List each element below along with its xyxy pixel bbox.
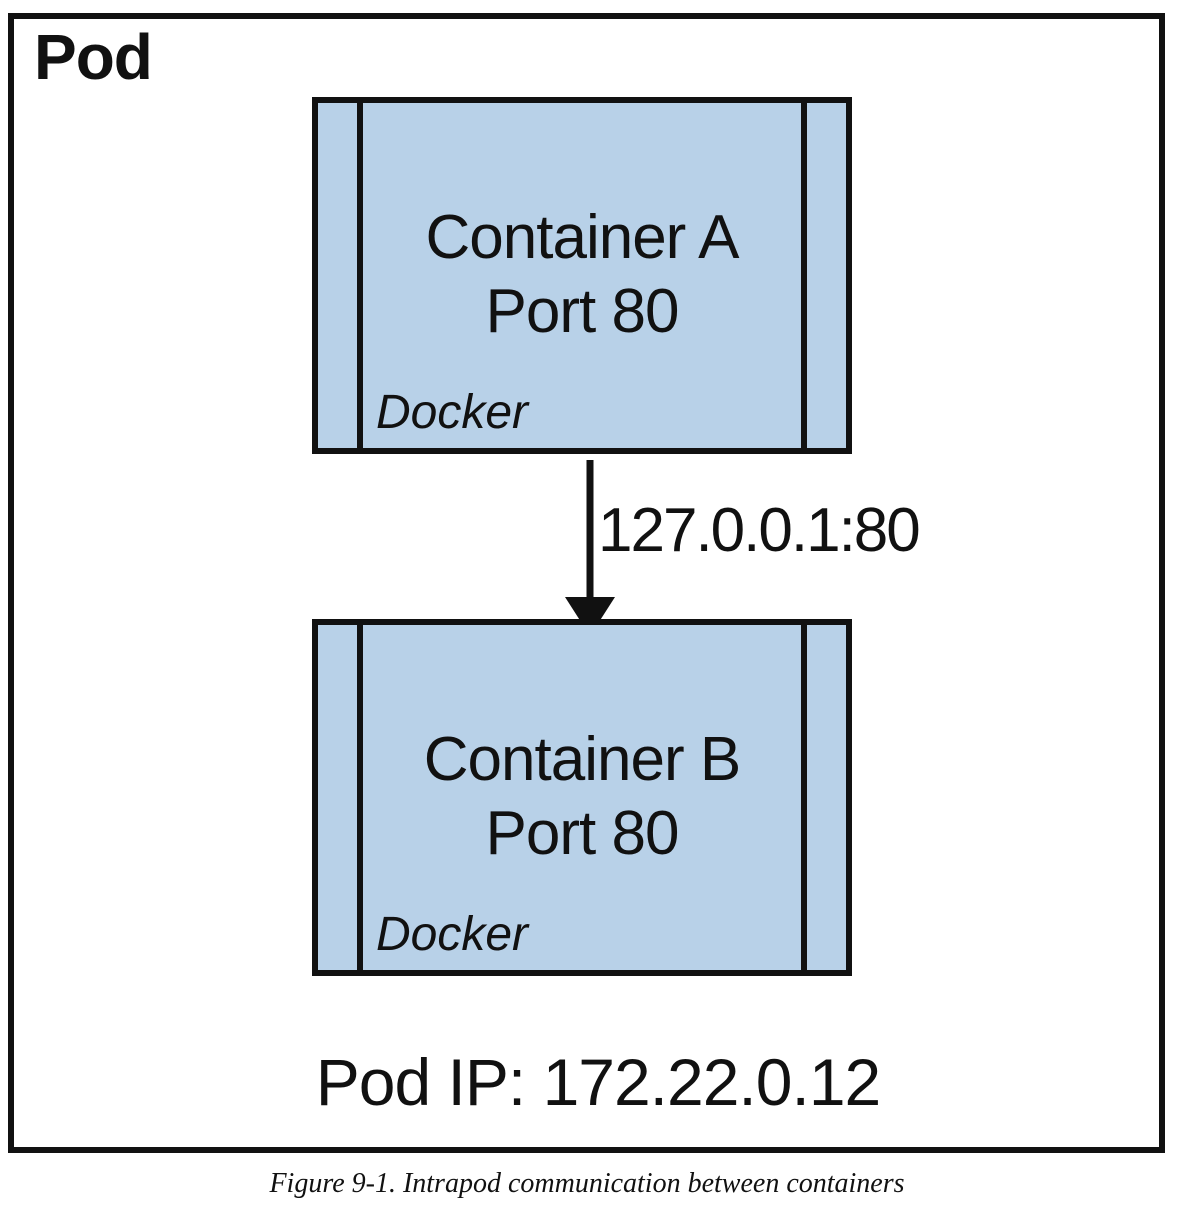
container-b-runtime: Docker <box>376 908 529 961</box>
container-a-name: Container A <box>425 203 740 272</box>
pod-ip-label: Pod IP: 172.22.0.12 <box>315 1045 881 1119</box>
pod-title: Pod <box>34 21 153 93</box>
container-a-right-rail <box>801 103 846 448</box>
container-b-box: Container B Port 80 Docker <box>312 619 852 976</box>
container-a-port: Port 80 <box>485 277 680 346</box>
container-a-box: Container A Port 80 Docker <box>312 97 852 454</box>
connection-label: 127.0.0.1:80 <box>598 496 921 565</box>
container-a-label: Container A Port 80 <box>318 201 846 349</box>
container-a-left-rail <box>318 103 363 448</box>
container-a-runtime: Docker <box>376 386 529 439</box>
figure-caption: Figure 9-1. Intrapod communication betwe… <box>269 1168 905 1199</box>
container-b-right-rail <box>801 625 846 970</box>
container-b-port: Port 80 <box>485 799 680 868</box>
arrow-head <box>565 597 615 636</box>
container-b-label: Container B Port 80 <box>318 723 846 871</box>
container-b-left-rail <box>318 625 363 970</box>
container-b-name: Container B <box>423 725 741 794</box>
